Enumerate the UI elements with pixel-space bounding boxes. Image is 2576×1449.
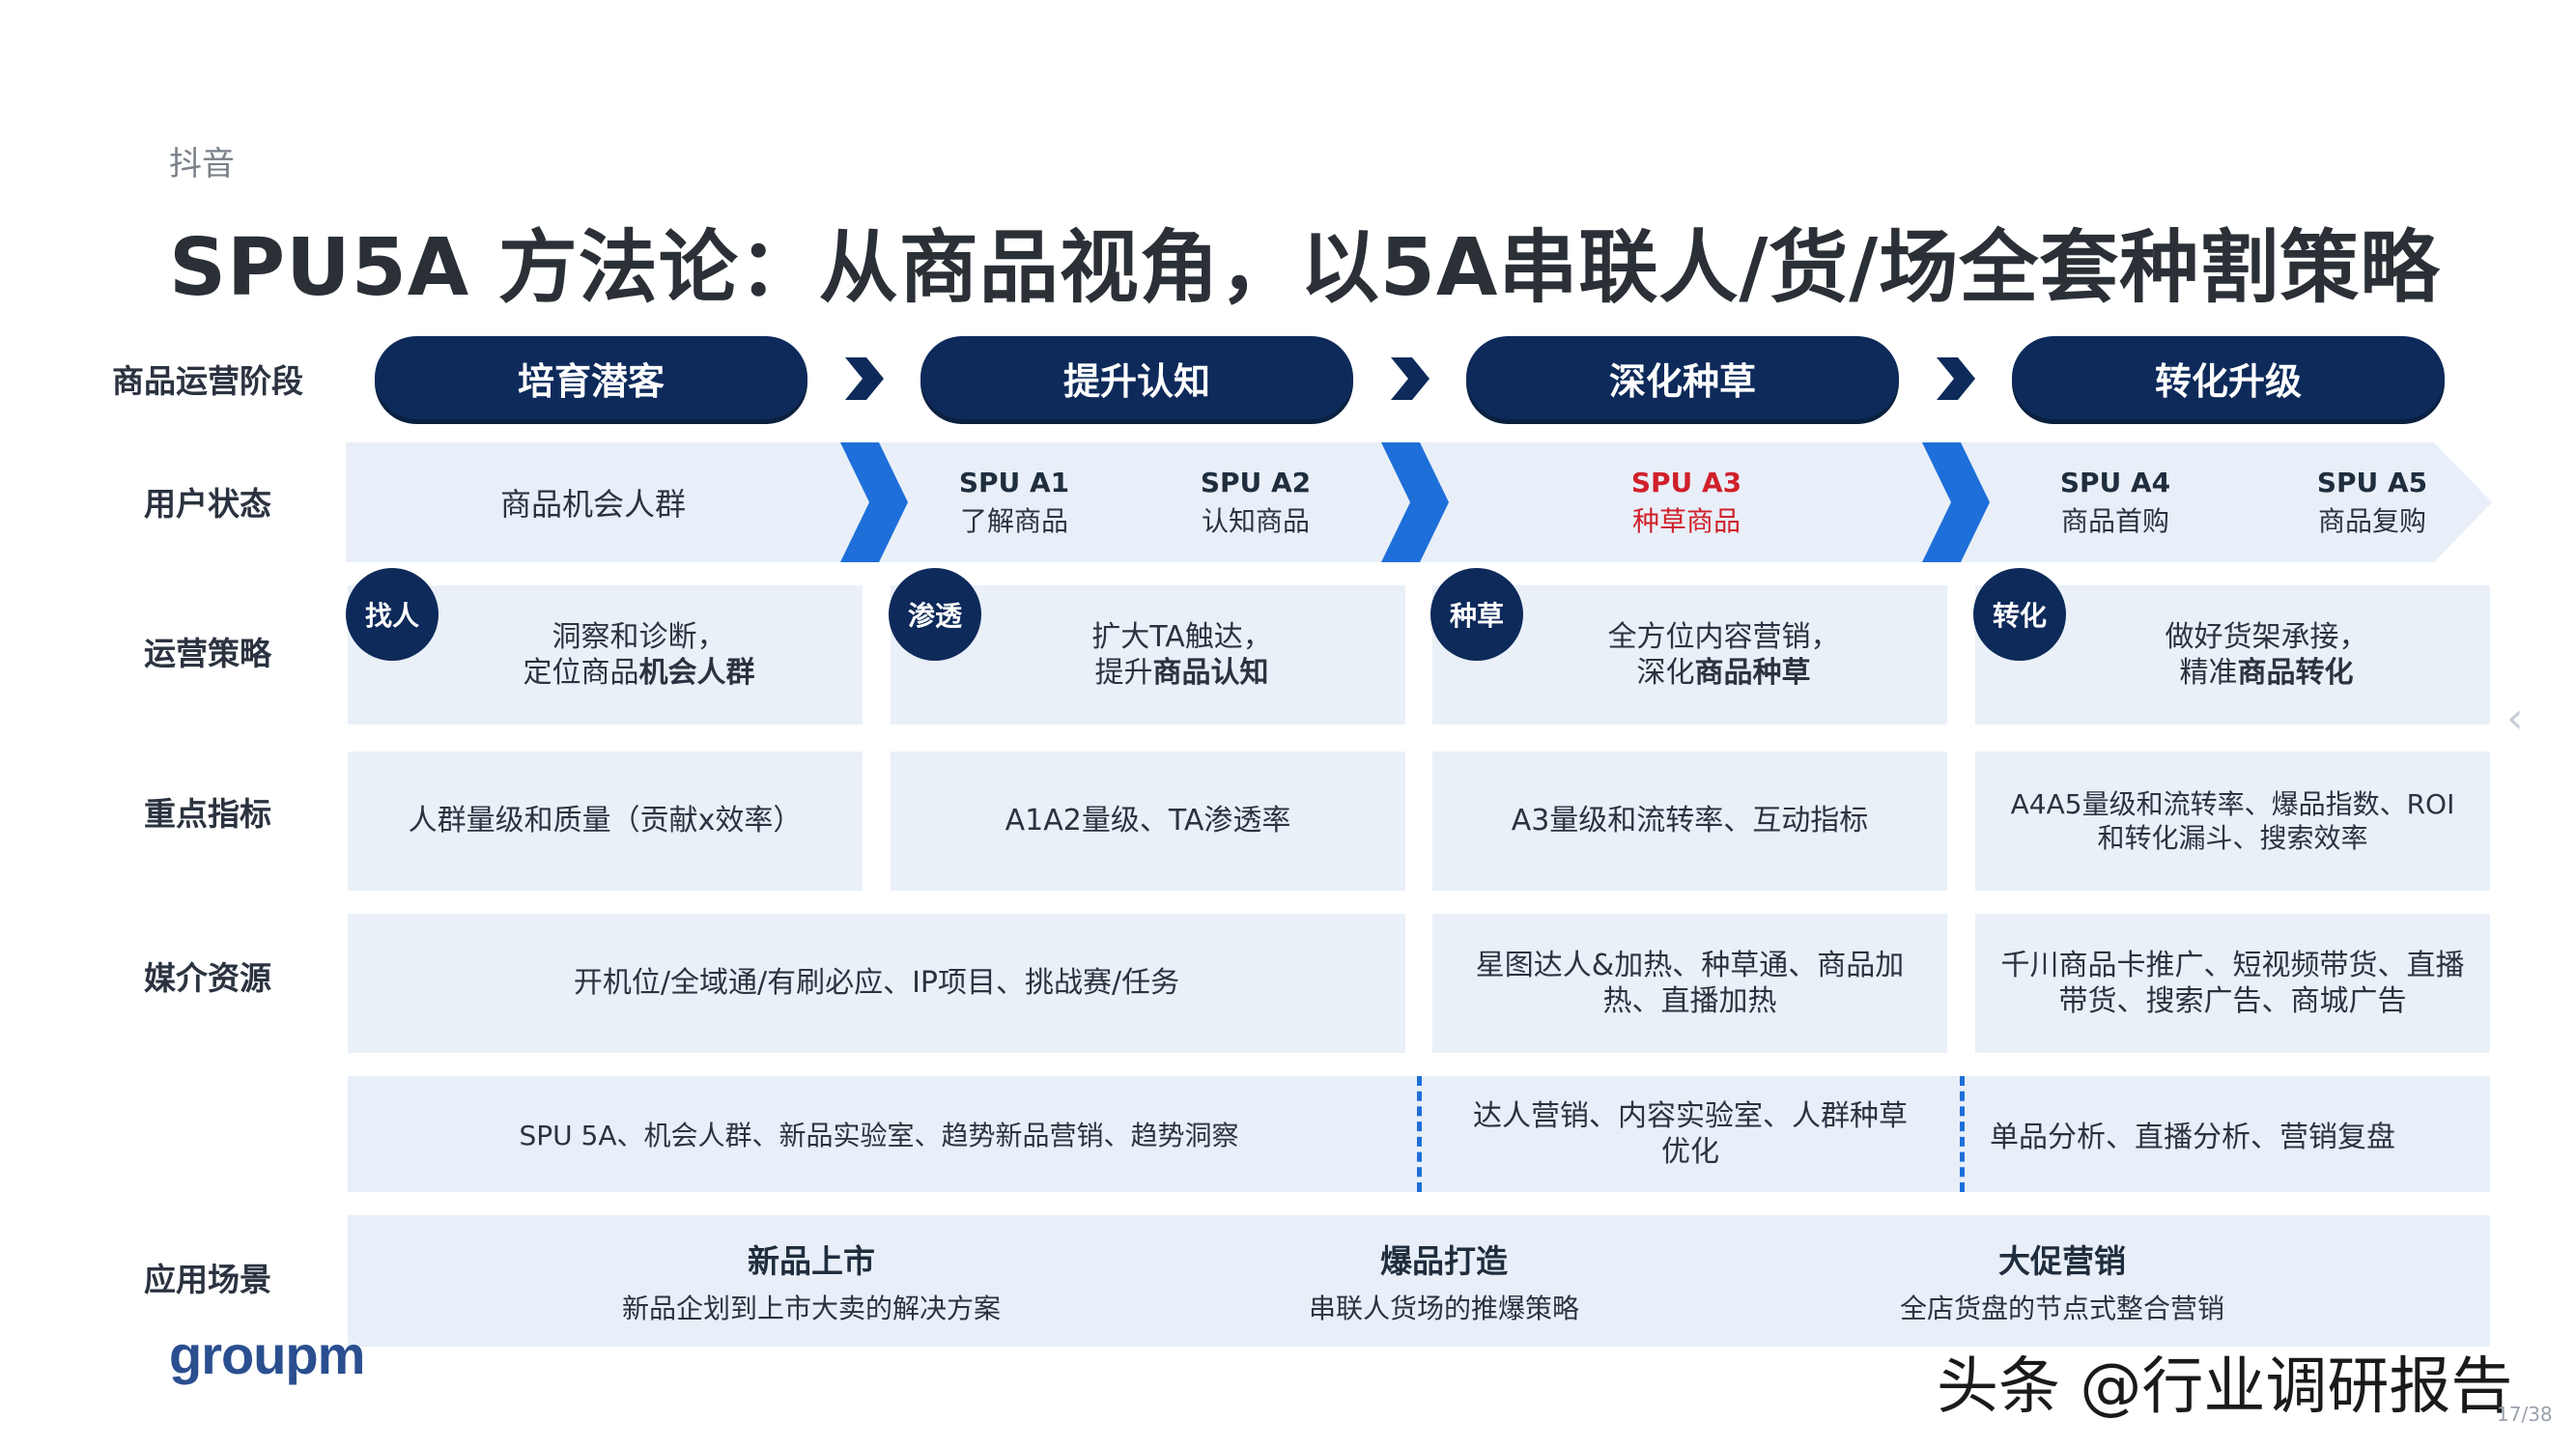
badge-seed: 种草	[1430, 568, 1523, 661]
spu-a5-desc: 商品复购	[2317, 504, 2426, 537]
media-line: 带货、搜索广告、商城广告	[2058, 984, 2407, 1018]
dashed-divider	[1417, 1076, 1422, 1192]
watermark-text: 头条 @行业调研报告	[1937, 1351, 2513, 1423]
tools-line: 达人营销、内容实验室、人群种草	[1473, 1098, 1908, 1133]
badge-penetrate: 渗透	[889, 568, 981, 661]
strategy-line: 洞察和诊断，	[552, 619, 726, 654]
spu-a5-code: SPU A5	[2316, 466, 2428, 498]
media-line: 星图达人&加热、种草通、商品加	[1475, 948, 1905, 982]
spu-a3: SPU A3 种草商品	[1590, 462, 1783, 543]
chevron-right-icon	[1391, 357, 1430, 400]
strategy-line: 提升商品认知	[1094, 656, 1269, 690]
media-cell-3: 千川商品卡推广、短视频带货、直播 带货、搜索广告、商城广告	[1975, 914, 2490, 1053]
spu-a2: SPU A2 认知商品	[1159, 462, 1352, 543]
spu-a2-desc: 认知商品	[1201, 504, 1310, 537]
metrics-line: 和转化漏斗、搜索效率	[2097, 822, 2368, 854]
tools-cell-2: 达人营销、内容实验室、人群种草 优化	[1425, 1076, 1956, 1192]
media-cell-2: 星图达人&加热、种草通、商品加 热、直播加热	[1432, 914, 1947, 1053]
stage-pill-conversion: 转化升级	[2012, 336, 2445, 419]
metrics-line: A4A5量级和流转率、爆品指数、ROI	[2010, 788, 2455, 820]
strategy-line: 做好货架承接，	[2165, 619, 2368, 654]
metrics-cell-3: A3量级和流转率、互动指标	[1432, 752, 1947, 891]
stage-pill-awareness: 提升认知	[920, 336, 1353, 419]
spu-a3-desc: 种草商品	[1631, 504, 1741, 537]
scenario-title: 新品上市	[748, 1242, 875, 1280]
row-label-metrics: 重点指标	[144, 795, 271, 833]
chevron-right-icon	[845, 357, 884, 400]
strategy-line: 深化商品种草	[1636, 656, 1811, 690]
user-state-band	[346, 442, 2492, 562]
strategy-line: 扩大TA触达，	[1091, 619, 1272, 654]
scenario-title: 大促营销	[1998, 1242, 2126, 1280]
row-label-strategy: 运营策略	[144, 635, 271, 672]
spu-a1-code: SPU A1	[958, 466, 1070, 498]
media-line: 千川商品卡推广、短视频带货、直播	[2000, 948, 2465, 982]
spu-a4-code: SPU A4	[2059, 466, 2171, 498]
scenario-subtitle: 新品企划到上市大卖的解决方案	[621, 1293, 1001, 1324]
chevron-left-icon[interactable]: ‹	[2506, 694, 2524, 743]
media-cell-1: 开机位/全域通/有刷必应、IP项目、挑战赛/任务	[348, 914, 1405, 1053]
scenario-new-launch: 新品上市 新品企划到上市大卖的解决方案	[541, 1227, 1082, 1335]
chevron-right-icon	[1937, 357, 1975, 400]
tools-cell-3: 单品分析、直播分析、营销复盘	[1990, 1121, 2395, 1154]
metrics-cell-4: A4A5量级和流转率、爆品指数、ROI 和转化漏斗、搜索效率	[1975, 752, 2490, 891]
strategy-cell-find: 洞察和诊断， 定位商品机会人群	[348, 585, 863, 724]
spu-a1: SPU A1 了解商品	[918, 462, 1111, 543]
row-label-media: 媒介资源	[144, 959, 271, 997]
media-line: 热、直播加热	[1602, 984, 1777, 1018]
badge-convert: 转化	[1973, 568, 2066, 661]
spu-a5: SPU A5 商品复购	[2276, 462, 2469, 543]
badge-find: 找人	[346, 568, 439, 661]
row-label-scenario: 应用场景	[144, 1261, 271, 1298]
flow-arrow-icon	[840, 442, 908, 562]
scenario-subtitle: 全店货盘的节点式整合营销	[1899, 1293, 2224, 1324]
spu-a4: SPU A4 商品首购	[2019, 462, 2212, 543]
spu-a4-desc: 商品首购	[2060, 504, 2169, 537]
stage-pill-seeding: 深化种草	[1466, 336, 1899, 419]
scenario-subtitle: 串联人货场的推爆策略	[1308, 1293, 1579, 1324]
row-label-user-state: 用户状态	[144, 485, 271, 523]
flow-arrow-icon	[1381, 442, 1449, 562]
brand-label: 抖音	[169, 145, 235, 184]
flow-arrow-icon	[1922, 442, 1990, 562]
tools-cell-1: SPU 5A、机会人群、新品实验室、趋势新品营销、趋势洞察	[519, 1120, 1239, 1151]
stage-pill-nurture: 培育潜客	[375, 336, 807, 419]
metrics-cell-2: A1A2量级、TA渗透率	[891, 752, 1405, 891]
scenario-title: 爆品打造	[1380, 1242, 1508, 1280]
strategy-line: 精准商品转化	[2179, 656, 2354, 690]
page-title: SPU5A 方法论：从商品视角，以5A串联人/货/场全套种割策略	[169, 222, 2441, 314]
scenario-promotion: 大促营销 全店货盘的节点式整合营销	[1792, 1227, 2333, 1335]
groupm-logo: groupm	[169, 1324, 365, 1385]
strategy-line: 全方位内容营销，	[1607, 619, 1840, 654]
spu-a1-desc: 了解商品	[959, 504, 1068, 537]
dashed-divider	[1960, 1076, 1965, 1192]
strategy-line: 定位商品机会人群	[523, 656, 755, 690]
tools-line: 优化	[1661, 1135, 1719, 1169]
row-label-stage: 商品运营阶段	[112, 362, 303, 400]
user-state-opportunity: 商品机会人群	[499, 486, 686, 523]
page-number: 17/38	[2497, 1403, 2553, 1426]
spu-a3-code: SPU A3	[1630, 466, 1742, 498]
metrics-cell-1: 人群量级和质量（贡献x效率）	[348, 752, 863, 891]
scenario-band	[348, 1215, 2490, 1347]
spu-a2-code: SPU A2	[1200, 466, 1312, 498]
scenario-hit-product: 爆品打造 串联人货场的推爆策略	[1174, 1227, 1714, 1335]
